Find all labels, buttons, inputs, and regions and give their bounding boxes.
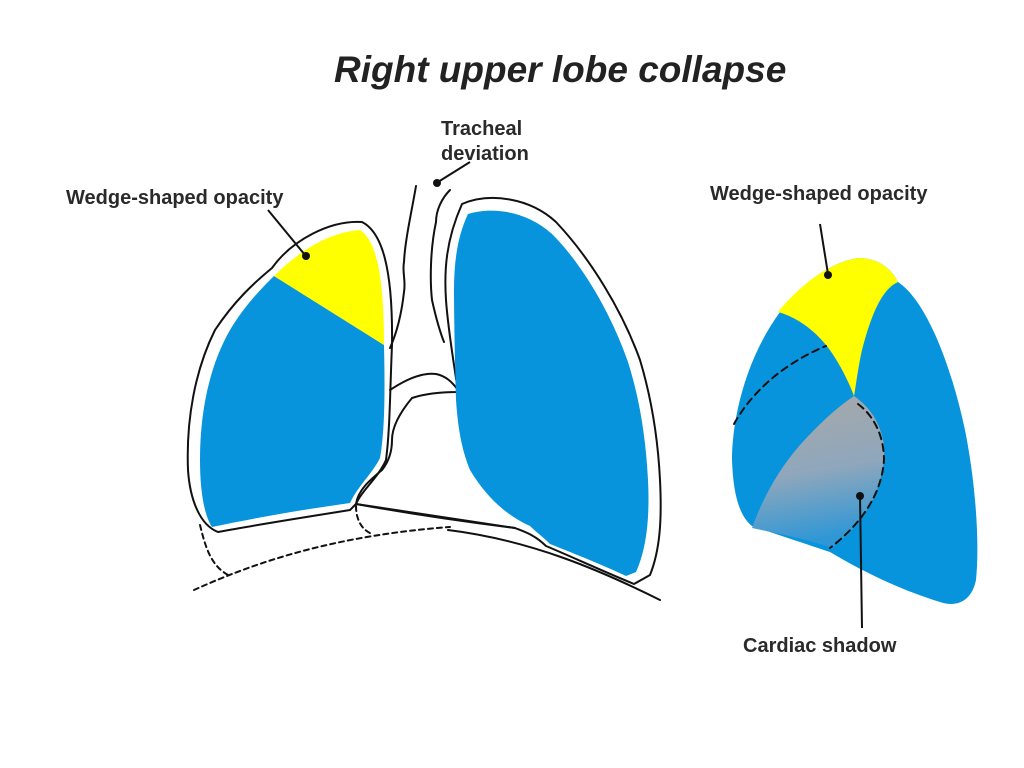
diaphragm-line	[447, 529, 661, 601]
wedge-lateral-leader-line	[819, 223, 829, 275]
dashed-fissure-lateral	[733, 345, 827, 425]
dashed-cardiac-contour-lateral	[829, 403, 885, 549]
wedge-opacity-lateral	[778, 258, 898, 396]
dashed-cardiac-inner	[355, 505, 373, 535]
wedge-opacity-frontal-label: Wedge-shaped opacity	[66, 187, 284, 209]
cardiac-shadow-lateral	[752, 396, 885, 548]
trachea-right-wall	[389, 185, 417, 349]
frontal-view	[186, 185, 662, 601]
dashed-diaphragm-normal	[193, 526, 451, 591]
tracheal-leader-line	[437, 161, 471, 183]
wedge-lateral-leader-dot	[824, 271, 832, 279]
trachea-left-wall	[429, 189, 451, 343]
wedge-opacity-frontal	[274, 230, 384, 345]
left-lung-blue	[454, 210, 649, 576]
wedge-frontal-leader-dot	[302, 252, 310, 260]
cardiac-leader-dot	[856, 492, 864, 500]
cardiac-shadow-label: Cardiac shadow	[743, 635, 897, 657]
diagram-title: Right upper lobe collapse	[334, 49, 786, 90]
right-lung-blue	[200, 276, 385, 527]
wedge-opacity-lateral-label: Wedge-shaped opacity	[710, 183, 928, 205]
cardiac-border-line	[355, 503, 516, 529]
dashed-costophrenic-angle	[199, 524, 229, 576]
right-hemithorax-outline	[186, 220, 394, 533]
mediastinum-contour	[389, 372, 459, 391]
tracheal-leader-dot	[433, 179, 441, 187]
tracheal-deviation-label-line2: deviation	[441, 143, 529, 165]
cardiac-leader-line	[859, 495, 863, 629]
tracheal-deviation-label: Tracheal	[441, 118, 522, 140]
wedge-frontal-leader-line	[267, 209, 306, 256]
lateral-view	[732, 258, 978, 604]
